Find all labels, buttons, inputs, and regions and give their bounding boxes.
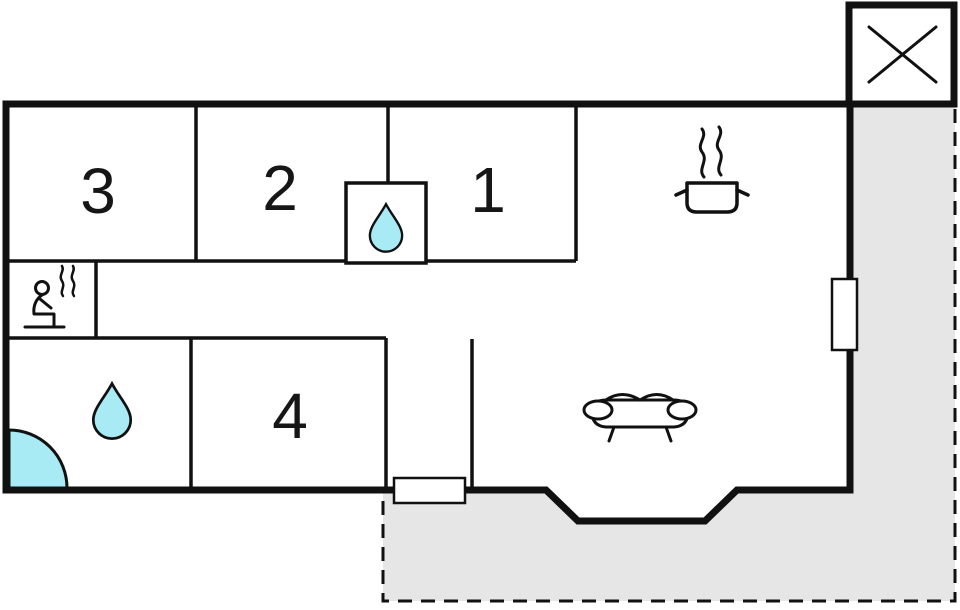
steam-line: [70, 264, 76, 298]
door-marker: [392, 476, 467, 505]
steam-line: [715, 125, 723, 177]
shower-corner-icon: [7, 428, 69, 490]
house-outline: [2, 100, 854, 525]
crossed-square-x: [867, 25, 938, 84]
steam-line: [698, 127, 706, 179]
sofa-legs: [607, 425, 673, 443]
sauna-person-body: [23, 293, 66, 329]
sofa-cushions: [604, 393, 675, 402]
interior-walls: [6, 104, 578, 490]
steam-line: [59, 264, 65, 298]
window-marker: [830, 277, 859, 352]
pot-body: [685, 181, 739, 214]
sofa-armrest: [582, 399, 614, 421]
room-label-2: 2: [262, 152, 298, 224]
crossed-square-icon: [845, 1, 958, 108]
sofa-armrest: [666, 399, 698, 421]
sauna-person-head: [34, 280, 50, 296]
room-label-1: 1: [470, 154, 506, 226]
room-label-4: 4: [272, 380, 308, 452]
sauna-person-icon: [23, 264, 76, 329]
room-label-3: 3: [80, 155, 116, 227]
steam-pot-icon: [674, 125, 750, 214]
water-drop-icon: [91, 380, 133, 440]
sofa-icon: [582, 393, 698, 443]
pot-handles: [674, 188, 750, 197]
water-drop-icon: [368, 201, 404, 253]
